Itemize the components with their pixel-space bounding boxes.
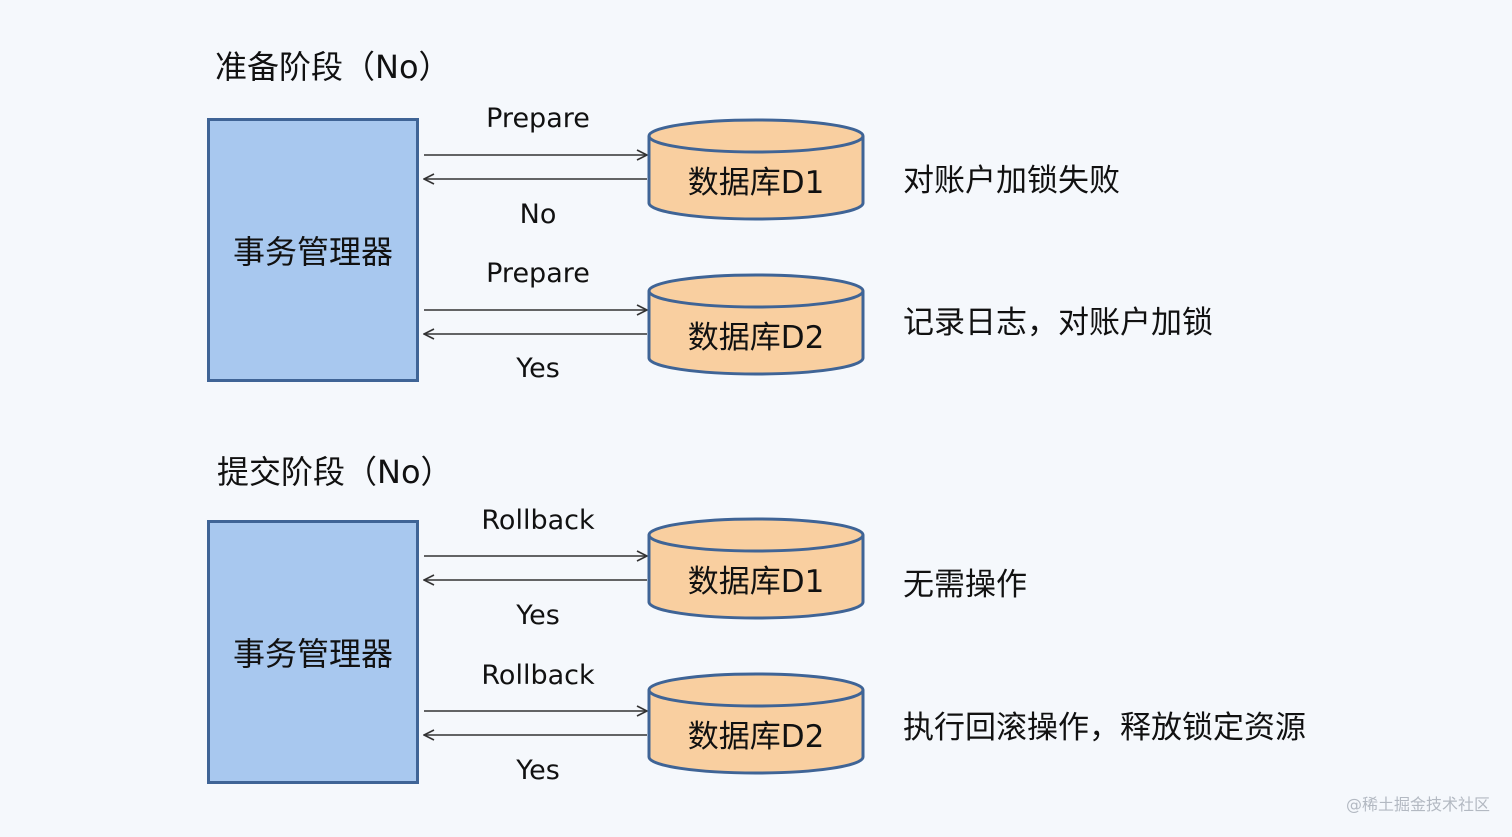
response-label: Yes (516, 353, 560, 384)
response-label: No (519, 199, 557, 230)
database-label: 数据库D1 (687, 564, 825, 600)
database-label: 数据库D1 (687, 165, 825, 201)
request-label: Prepare (486, 258, 590, 289)
request-label: Prepare (486, 103, 590, 134)
response-label: Yes (516, 755, 560, 786)
watermark: @稀土掘金技术社区 (1345, 795, 1490, 814)
database-note: 对账户加锁失败 (903, 163, 1120, 199)
transaction-manager-label: 事务管理器 (232, 635, 393, 673)
database-note: 记录日志，对账户加锁 (903, 305, 1213, 341)
database-cylinder (647, 273, 865, 376)
database-note: 无需操作 (903, 567, 1027, 603)
request-label: Rollback (481, 505, 595, 536)
database-cylinder (647, 517, 865, 620)
transaction-manager-label: 事务管理器 (232, 233, 393, 271)
transaction-manager-box: 事务管理器 (207, 520, 419, 784)
database-cylinder (647, 672, 865, 775)
database-cylinder (647, 118, 865, 221)
phase-title: 准备阶段（No） (215, 48, 451, 86)
database-label: 数据库D2 (687, 719, 825, 755)
transaction-manager-box: 事务管理器 (207, 118, 419, 382)
database-label: 数据库D2 (687, 320, 825, 356)
phase-title: 提交阶段（No） (217, 453, 453, 491)
request-label: Rollback (481, 660, 595, 691)
database-note: 执行回滚操作，释放锁定资源 (903, 710, 1306, 746)
response-label: Yes (516, 600, 560, 631)
